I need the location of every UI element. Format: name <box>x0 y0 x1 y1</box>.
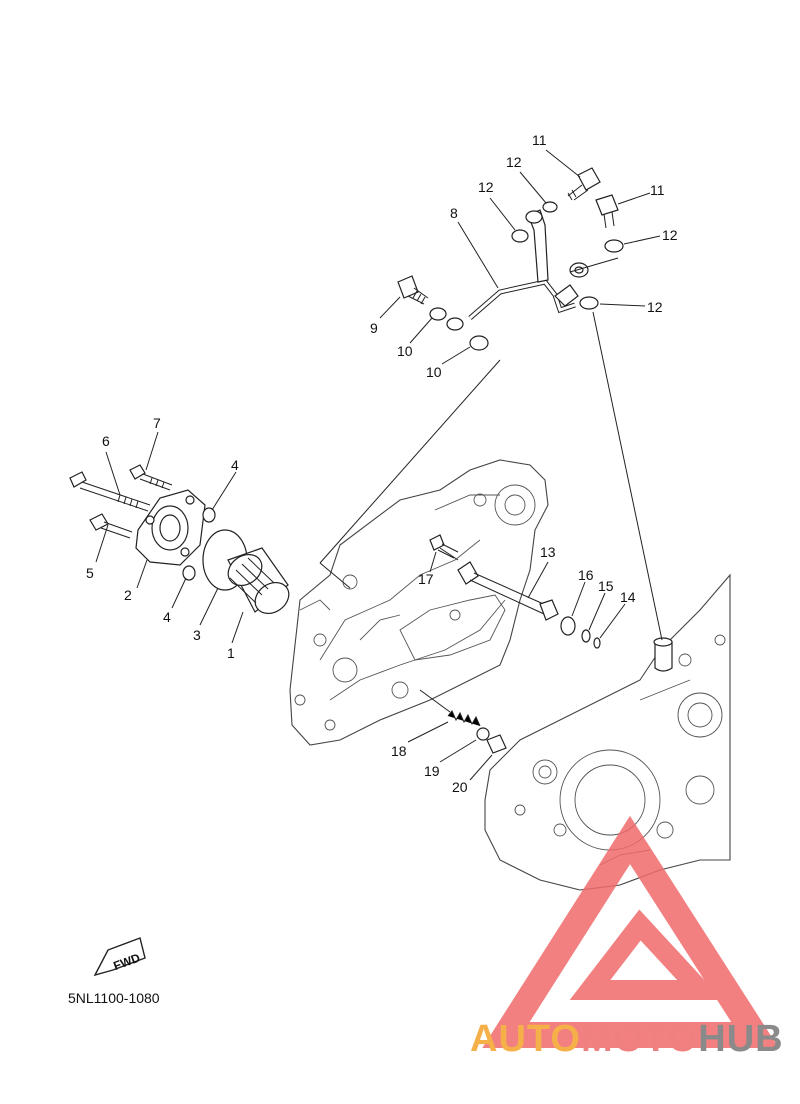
crankcase-right-half <box>484 573 731 891</box>
callout-13: 13 <box>540 544 556 560</box>
callout-8: 8 <box>450 205 458 221</box>
o-ring-15 <box>581 629 591 643</box>
union-bolt-11-top <box>567 167 601 201</box>
callout-3: 3 <box>193 627 201 643</box>
callout-12: 12 <box>478 179 494 195</box>
washer-12-d <box>579 296 599 310</box>
watermark-hub: HUB <box>698 1018 784 1060</box>
callout-16: 16 <box>578 567 594 583</box>
watermark-auto: AUTO <box>470 1018 581 1060</box>
callout-9: 9 <box>370 320 378 336</box>
washer-10-b <box>446 317 464 331</box>
bolt-5 <box>89 513 133 539</box>
o-ring-16 <box>560 616 576 636</box>
callout-5: 5 <box>86 565 94 581</box>
union-bolt-9 <box>397 275 429 305</box>
relief-spring-18 <box>447 710 481 727</box>
washer-12-c <box>604 239 624 253</box>
bolt-7 <box>129 464 173 491</box>
fwd-arrow-icon: FWD <box>93 937 146 977</box>
washer-10-a <box>429 307 447 321</box>
watermark-text: AUTOMOTOHUB <box>470 1018 784 1061</box>
automotohub-logo-icon <box>482 815 779 1048</box>
oil-delivery-pipe <box>468 209 589 320</box>
crankcase-left-half <box>289 459 549 746</box>
callout-17: 17 <box>418 571 434 587</box>
leader-lines <box>95 149 663 781</box>
o-ring-4-upper <box>202 507 216 523</box>
o-ring-4-lower <box>182 565 196 581</box>
washer-12-a <box>542 201 558 213</box>
callout-6: 6 <box>102 433 110 449</box>
callout-2: 2 <box>124 587 132 603</box>
callout-14: 14 <box>620 589 636 605</box>
relief-ball-19 <box>476 727 490 741</box>
callout-7: 7 <box>153 415 161 431</box>
callout-numbers: 1 2 3 4 4 5 6 7 8 9 10 10 11 11 12 12 12… <box>86 132 678 795</box>
washer-12-b <box>511 229 529 243</box>
relief-plug-20 <box>486 734 507 754</box>
callout-1: 1 <box>227 645 235 661</box>
diagram-reference-code: 5NL1100-1080 <box>68 990 160 1006</box>
oil-filter-cover <box>135 489 206 566</box>
watermark-moto: MOTO <box>580 1018 699 1060</box>
bolt-17 <box>429 534 459 559</box>
callout-19: 19 <box>424 763 440 779</box>
callout-10: 10 <box>397 343 413 359</box>
callout-11: 11 <box>532 132 547 148</box>
callout-12: 12 <box>662 227 678 243</box>
oil-strainer-13 <box>457 561 559 621</box>
callout-10: 10 <box>426 364 442 380</box>
callout-18: 18 <box>391 743 407 759</box>
callout-12: 12 <box>647 299 663 315</box>
callout-12: 12 <box>506 154 522 170</box>
o-ring-14 <box>593 637 601 649</box>
bolt-6 <box>69 471 151 512</box>
callout-4: 4 <box>163 609 171 625</box>
callout-4: 4 <box>231 457 239 473</box>
callout-11: 11 <box>650 182 665 198</box>
oil-filter-element <box>227 547 290 615</box>
callout-20: 20 <box>452 779 468 795</box>
callout-15: 15 <box>598 578 614 594</box>
union-bolt-11-right <box>595 194 619 229</box>
washer-10-c <box>469 335 489 351</box>
